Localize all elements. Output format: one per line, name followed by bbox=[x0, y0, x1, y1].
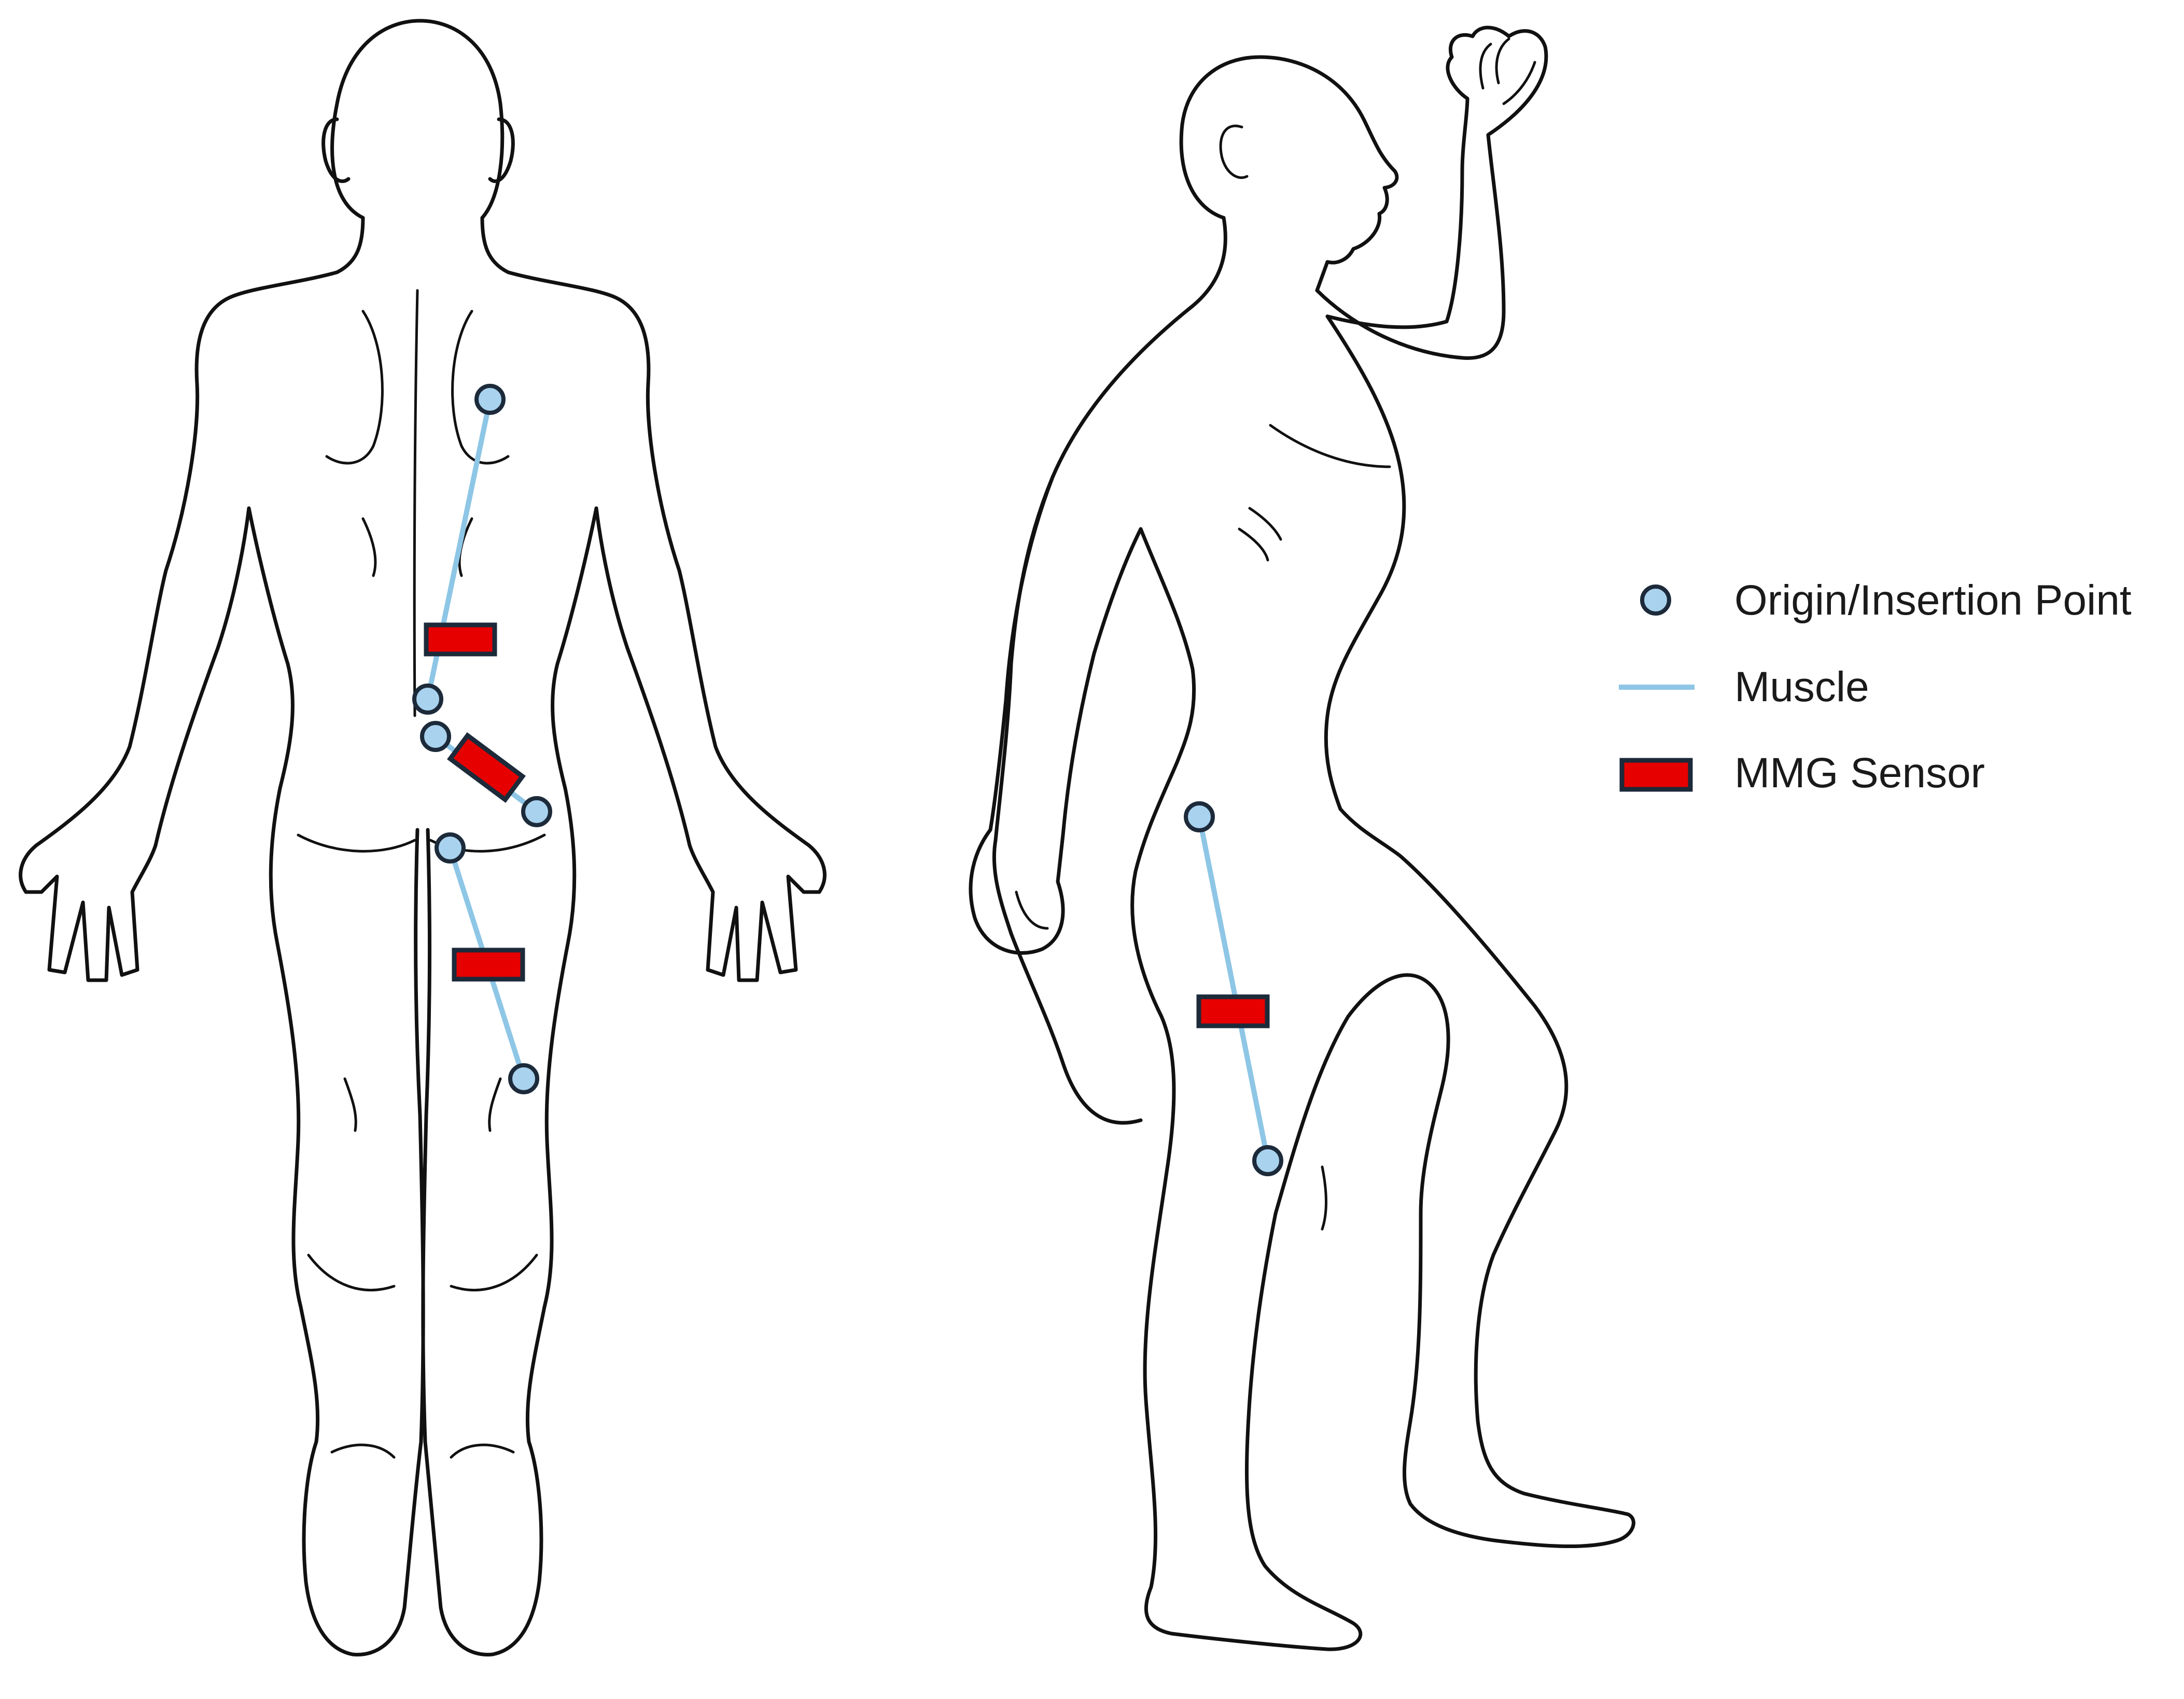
lateral-hanging-hand bbox=[1015, 890, 1049, 930]
posterior-insertion-point bbox=[521, 796, 552, 827]
posterior-mmg-sensor bbox=[424, 622, 497, 657]
lateral-origin-point bbox=[1184, 801, 1215, 832]
lateral-hanging-arm bbox=[969, 475, 1143, 955]
legend-muscle-label: Muscle bbox=[1734, 663, 1869, 711]
posterior-origin-point bbox=[435, 832, 466, 864]
posterior-right-foot bbox=[423, 1440, 543, 1656]
lateral-raised-arm-outer bbox=[1315, 25, 1548, 360]
posterior-spine bbox=[413, 289, 419, 717]
lateral-raised-leg bbox=[1338, 807, 1635, 1549]
posterior-left-torso-side bbox=[247, 506, 320, 1444]
posterior-origin-point bbox=[420, 721, 451, 752]
lateral-torso-front bbox=[1130, 527, 1363, 1651]
legend-sensor-label: MMG Sensor bbox=[1734, 749, 1985, 797]
posterior-right-inner-arm bbox=[594, 506, 692, 847]
posterior-left-knee bbox=[343, 1077, 357, 1132]
posterior-left-heel bbox=[330, 1443, 396, 1459]
posterior-left-scapula bbox=[325, 310, 384, 465]
posterior-right-calf bbox=[450, 1254, 538, 1291]
lateral-back-leg bbox=[1009, 931, 1143, 1125]
lateral-insertion-point bbox=[1252, 1145, 1283, 1176]
posterior-origin-point bbox=[474, 384, 506, 415]
posterior-left-torso-arm bbox=[19, 216, 365, 982]
posterior-left-back-muscle bbox=[361, 517, 377, 577]
lateral-head bbox=[1179, 55, 1399, 293]
lateral-pectoral bbox=[1269, 424, 1391, 468]
lateral-ribs bbox=[1238, 507, 1282, 562]
posterior-left-ear bbox=[321, 117, 351, 183]
lateral-knee bbox=[1321, 1165, 1327, 1231]
legend: Origin/Insertion Point Muscle MMG Sensor bbox=[1619, 577, 2132, 797]
posterior-mmg-sensor bbox=[452, 948, 525, 982]
lateral-hand-fingers bbox=[1479, 37, 1536, 105]
posterior-left-calf bbox=[307, 1254, 396, 1291]
posterior-left-inner-arm bbox=[153, 506, 251, 847]
lateral-body-figure bbox=[969, 25, 1635, 1651]
lateral-chest bbox=[1324, 314, 1406, 811]
posterior-head bbox=[330, 19, 505, 220]
legend-origin-point-icon bbox=[1640, 584, 1671, 616]
posterior-insertion-point bbox=[508, 1063, 539, 1094]
lateral-raised-leg-inner bbox=[1273, 973, 1450, 1423]
muscle-layer bbox=[412, 384, 1283, 1176]
posterior-right-torso-side bbox=[525, 506, 598, 1444]
posterior-right-scapula bbox=[451, 310, 510, 465]
lateral-mmg-sensor bbox=[1196, 994, 1270, 1028]
posterior-right-knee bbox=[488, 1077, 502, 1132]
posterior-inner-right-leg bbox=[421, 828, 431, 1444]
legend-point-label: Origin/Insertion Point bbox=[1734, 577, 2132, 624]
posterior-body-figure bbox=[19, 19, 827, 1656]
posterior-mmg-sensor bbox=[447, 732, 526, 803]
lateral-ear bbox=[1219, 124, 1249, 179]
posterior-right-torso-arm bbox=[480, 216, 827, 982]
posterior-right-ear bbox=[488, 117, 515, 183]
posterior-left-buttock bbox=[297, 833, 416, 853]
posterior-right-heel bbox=[450, 1443, 515, 1459]
posterior-left-foot bbox=[302, 1440, 423, 1656]
posterior-insertion-point bbox=[412, 684, 443, 715]
legend-sensor-icon bbox=[1619, 758, 1693, 792]
lateral-muscle-line bbox=[1197, 814, 1270, 1163]
